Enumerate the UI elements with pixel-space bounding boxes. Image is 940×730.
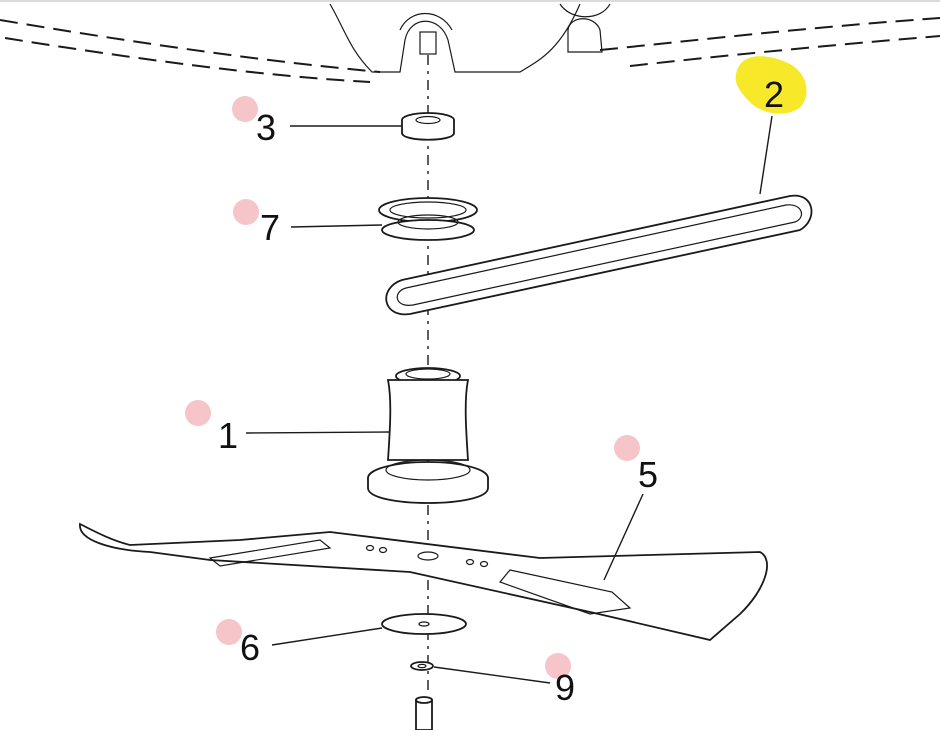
blade-bolt bbox=[415, 696, 433, 730]
spacer-hole bbox=[415, 115, 441, 125]
lock-washer-ring bbox=[410, 661, 434, 671]
spindle-flange-edge bbox=[367, 478, 489, 504]
callout-9: 9 bbox=[555, 667, 575, 708]
blade-body bbox=[79, 522, 768, 641]
marker-dot-9 bbox=[545, 653, 571, 679]
marker-dot-5 bbox=[614, 435, 640, 461]
leader-5 bbox=[603, 493, 644, 581]
blade-hole-2 bbox=[378, 546, 388, 554]
blade-hole-1 bbox=[365, 544, 375, 552]
blade-center-hole bbox=[417, 551, 439, 561]
spindle-mount-boss bbox=[419, 31, 437, 55]
spindle-body bbox=[386, 379, 470, 461]
part-5-blade bbox=[79, 522, 768, 641]
deck-outline bbox=[329, 3, 581, 73]
leader-9 bbox=[433, 666, 551, 684]
deck-bracket-right-top bbox=[559, 3, 611, 18]
deck-dashed-edge-left-lower bbox=[4, 37, 371, 83]
washer-hole bbox=[418, 621, 430, 627]
callout-2: 2 bbox=[764, 74, 784, 115]
blade-wing-right bbox=[498, 569, 632, 615]
blade-hole-4 bbox=[479, 560, 489, 568]
leader-6 bbox=[271, 627, 383, 646]
callout-5: 5 bbox=[638, 454, 658, 495]
marker-dot-1 bbox=[185, 400, 211, 426]
deck-dashed-edge-right-lower bbox=[629, 35, 940, 67]
belt-outer bbox=[385, 194, 813, 316]
spindle-mount-arch bbox=[399, 13, 453, 31]
part-1-spindle-housing bbox=[367, 367, 489, 504]
spindle-bearing bbox=[405, 368, 451, 380]
deck-dashed-edge-right bbox=[599, 17, 940, 51]
part-9-lock-washer bbox=[410, 661, 434, 671]
seal-inner-ring bbox=[389, 201, 467, 219]
callout-1: 1 bbox=[218, 415, 238, 456]
lock-washer-hole bbox=[417, 663, 427, 669]
leader-2 bbox=[759, 115, 773, 195]
deck-bracket-right bbox=[567, 18, 603, 53]
callout-7: 7 bbox=[260, 207, 280, 248]
blade-hole-3 bbox=[465, 558, 475, 566]
part-2-belt bbox=[385, 194, 813, 316]
mower-deck-housing bbox=[0, 3, 940, 83]
highlight-callout-2 bbox=[735, 56, 807, 114]
marker-dot-6 bbox=[216, 619, 242, 645]
marker-dot-7 bbox=[233, 199, 259, 225]
seal-base-ring bbox=[381, 219, 475, 241]
pink-markers bbox=[185, 96, 640, 679]
seal-center bbox=[397, 214, 459, 230]
spacer-body bbox=[401, 120, 455, 141]
deck-dashed-edge-left bbox=[0, 19, 381, 73]
blade-wing-left bbox=[208, 539, 332, 567]
callout-3: 3 bbox=[256, 107, 276, 148]
marker-dot-3 bbox=[232, 96, 258, 122]
washer-plate bbox=[381, 613, 467, 635]
belt-inner bbox=[396, 204, 803, 306]
spindle-flange-step bbox=[385, 459, 471, 481]
part-7-seal bbox=[378, 197, 478, 241]
bolt-shank bbox=[415, 699, 433, 730]
callout-6: 6 bbox=[240, 627, 260, 668]
leader-7 bbox=[290, 224, 383, 228]
part-3-spacer bbox=[401, 112, 455, 141]
part-6-washer bbox=[381, 613, 467, 635]
bolt-end bbox=[415, 696, 433, 704]
leader-lines bbox=[245, 115, 773, 684]
leader-1 bbox=[245, 431, 391, 434]
callout-labels: 3 7 1 2 5 6 9 bbox=[218, 74, 784, 708]
